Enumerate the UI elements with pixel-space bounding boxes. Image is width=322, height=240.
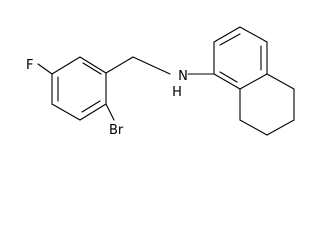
molecule-structure-diagram: F Br N H: [26, 26, 295, 138]
bond: [79, 56, 107, 74]
bond: [213, 73, 241, 90]
bond: [239, 119, 268, 136]
bond: [51, 56, 81, 75]
double-bond-inner: [81, 100, 101, 113]
hydrogen-label: H: [172, 85, 182, 100]
fluorine-label: F: [26, 58, 33, 73]
bromofluorophenyl-ring: [51, 56, 107, 121]
bromine-label: Br: [109, 123, 124, 138]
nitrogen-label: N: [178, 69, 188, 84]
bond: [79, 103, 107, 121]
c-f-bond: [37, 63, 53, 75]
tetrahydronaphthalene-saturated-ring: [239, 73, 295, 136]
bond: [266, 119, 295, 136]
c-br-bond: [105, 103, 115, 121]
double-bond-inner: [219, 33, 241, 46]
double-bond-inner: [219, 71, 238, 83]
bond: [239, 73, 268, 90]
benzyl-ch2-bond: [105, 56, 134, 74]
double-bond-inner: [82, 62, 102, 75]
bond: [239, 26, 268, 43]
bond: [213, 26, 241, 43]
bond: [266, 73, 295, 90]
tetrahydronaphthalene-aromatic-ring: [213, 26, 268, 90]
ch2-n-bond: [132, 56, 171, 75]
bond: [51, 103, 81, 121]
